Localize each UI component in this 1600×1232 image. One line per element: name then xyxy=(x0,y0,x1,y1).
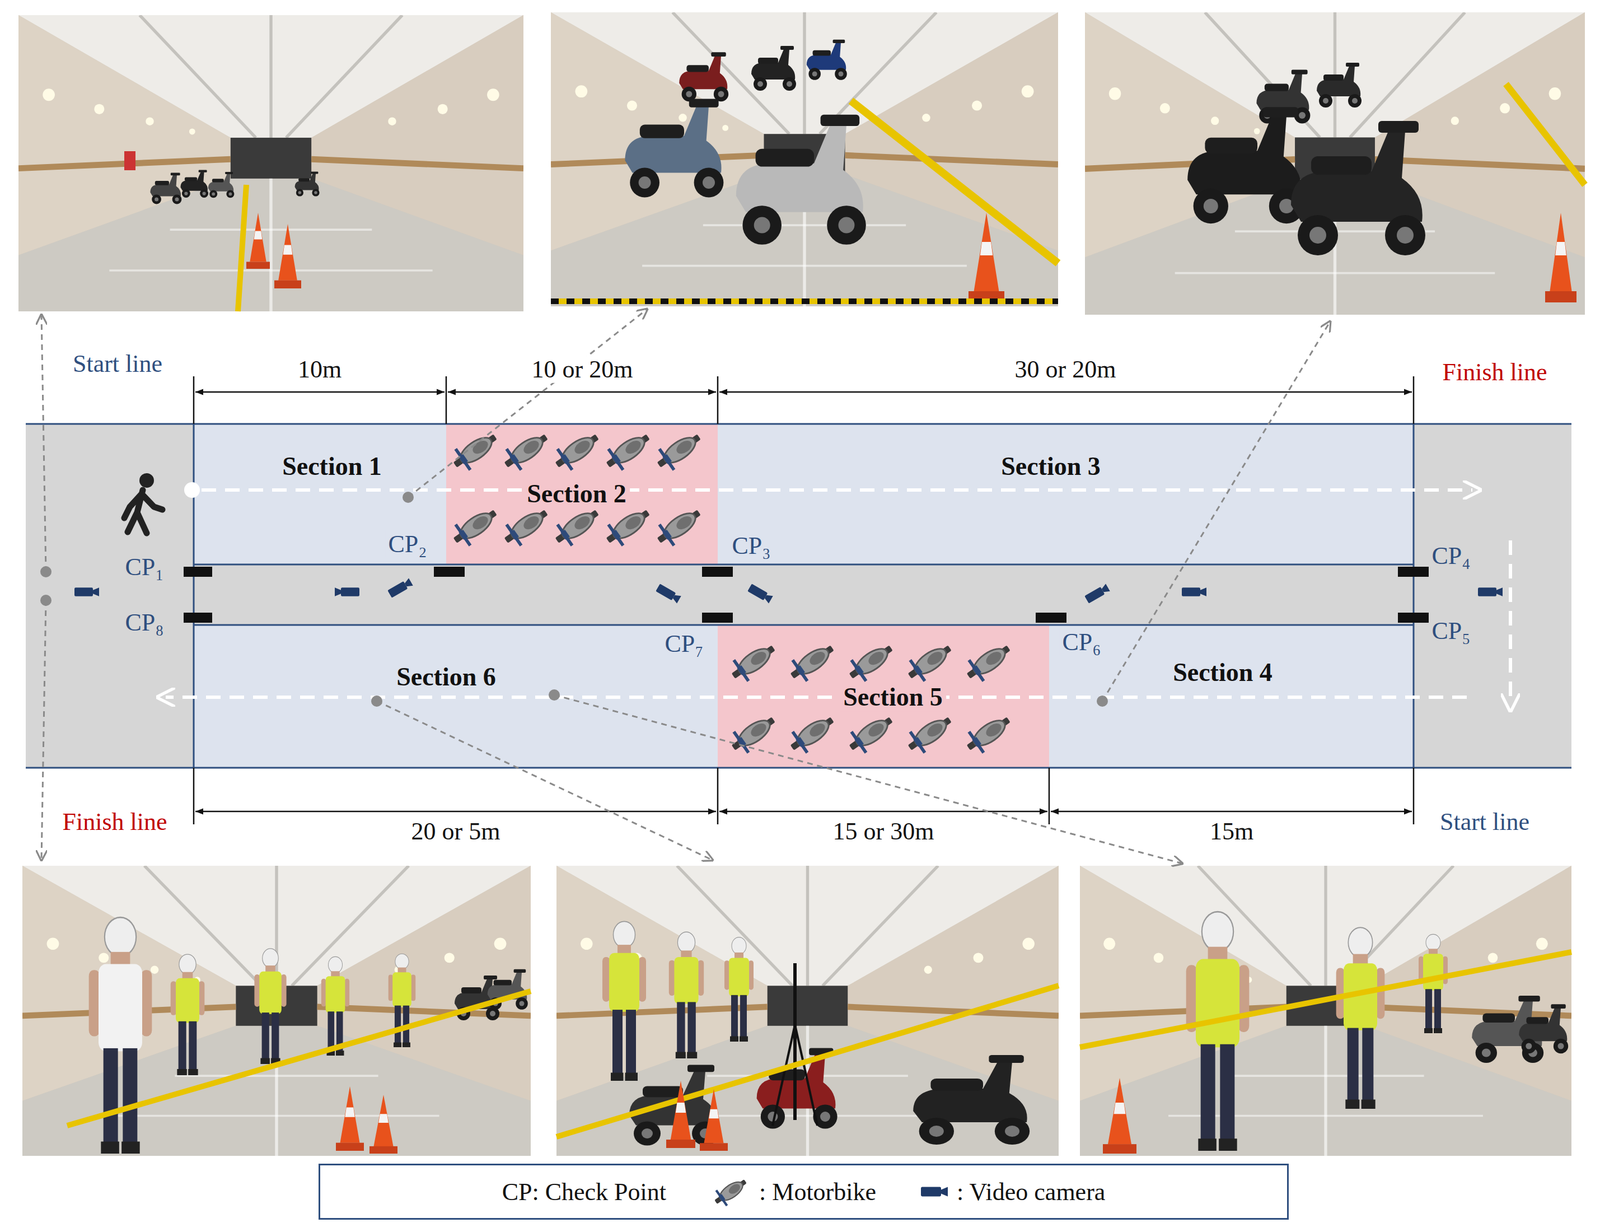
section-name: Section 4 xyxy=(1169,658,1276,687)
section-band: Section 5 xyxy=(717,624,1050,768)
dimension-label: 15m xyxy=(1206,817,1257,845)
legend-entry: : Video camera xyxy=(915,1171,1106,1211)
legend-symbol xyxy=(705,1171,756,1211)
dimension-label: 10m xyxy=(295,356,345,383)
check-point-label: CP₃ xyxy=(728,532,774,560)
check-point-label: CP₂ xyxy=(385,530,430,558)
video-cameras xyxy=(74,577,1503,603)
section-band: Section 2 xyxy=(446,423,718,565)
photo-section-6-walkers xyxy=(1079,865,1572,1156)
legend-text: : Video camera xyxy=(956,1177,1106,1206)
check-point-label: CP₈ xyxy=(122,609,167,636)
legend-symbol xyxy=(915,1171,954,1211)
section-name: Section 5 xyxy=(839,682,947,712)
check-point-label: CP₅ xyxy=(1428,617,1473,645)
section-band: Section 4 xyxy=(1049,624,1414,768)
section-name: Section 3 xyxy=(997,452,1104,481)
motorbike-icons xyxy=(447,426,1017,758)
dimension-label: 15 or 30m xyxy=(830,817,938,845)
start-line-label: Start line xyxy=(69,350,166,378)
section-name: Section 6 xyxy=(393,662,500,692)
walking-path xyxy=(165,489,1511,703)
dimension-label: 10 or 20m xyxy=(529,356,636,383)
check-point-bars xyxy=(183,566,1429,623)
dimension-label: 30 or 20m xyxy=(1012,356,1120,383)
dimension-lines xyxy=(193,376,1414,825)
photo-leader-lines xyxy=(41,309,1331,864)
photo-section-4 xyxy=(1084,12,1585,315)
photo-section-6 xyxy=(22,865,531,1156)
legend-entry: : Motorbike xyxy=(705,1171,877,1211)
photo-section-start xyxy=(18,15,524,312)
finish-line-label: Finish line xyxy=(1439,358,1550,386)
start-line-label: Start line xyxy=(1437,808,1533,836)
legend-entry: CP: Check Point xyxy=(502,1177,667,1206)
finish-line-label: Finish line xyxy=(59,808,170,836)
section-band: Section 3 xyxy=(717,423,1414,565)
check-point-label: CP₄ xyxy=(1428,542,1473,570)
check-point-label: CP₁ xyxy=(122,553,167,581)
photo-section-2 xyxy=(550,12,1059,307)
pedestrian-icon xyxy=(124,473,200,533)
check-point-label: CP₇ xyxy=(661,630,706,658)
legend-text: : Motorbike xyxy=(759,1177,877,1206)
corridor-plan xyxy=(25,423,1572,768)
section-name: Section 1 xyxy=(278,452,386,481)
legend-text: CP: Check Point xyxy=(502,1177,667,1206)
section-band: Section 6 xyxy=(193,624,718,768)
photo-section-5 xyxy=(556,865,1059,1156)
leader-dots xyxy=(40,491,1108,707)
legend-box: CP: Check Point : Motorbike : Video camera xyxy=(318,1163,1289,1220)
section-name: Section 2 xyxy=(523,479,630,509)
dimension-label: 20 or 5m xyxy=(408,817,504,845)
check-point-label: CP₆ xyxy=(1059,628,1104,656)
